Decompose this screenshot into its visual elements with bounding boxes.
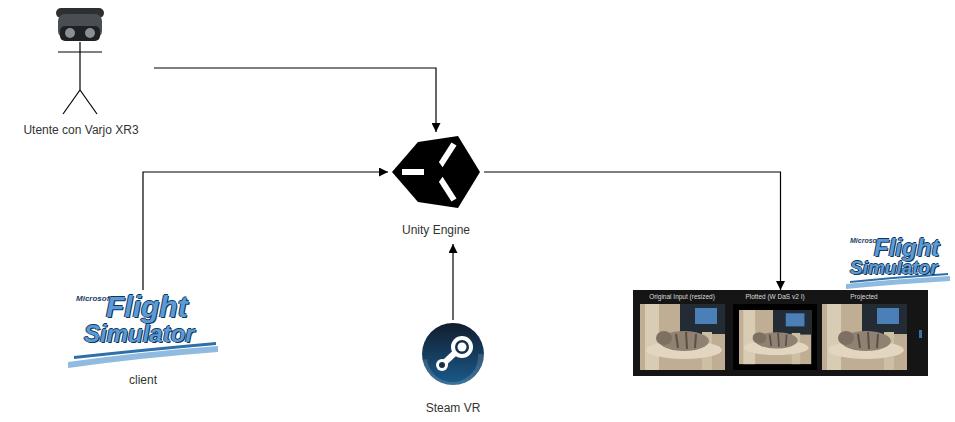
icon-shape [877,308,899,324]
icon-shape [640,304,725,370]
connector-arrow [484,172,781,290]
icon-shape [58,51,102,52]
icon-shape [85,28,95,38]
icon-shape [458,343,467,352]
engine-node: Unity Engine [388,132,484,244]
icon-shape [676,332,696,349]
panel-title: Projected [850,293,877,300]
user-actor: Utente con Varjo XR3 [8,4,154,144]
icon-shape [822,304,907,370]
icon-shape [455,340,469,354]
icon-shape [786,313,805,326]
steam-logo [412,320,494,392]
connector-arrow [154,68,436,132]
icon-shape [695,308,717,324]
icon-shape [451,336,473,358]
icon-shape [436,359,448,371]
icon-shape [919,330,922,338]
logo-word: Flight [106,290,188,325]
logo-word: Simulator [850,257,938,279]
engine-label: Unity Engine [402,224,470,238]
icon-shape [392,136,480,208]
steamvr-label: Steam VR [426,402,481,416]
logo-word: Simulator [84,320,195,348]
icon-shape [65,28,75,38]
icon-shape [63,90,80,114]
output-panel: Original Input (resized) Plotted (W DaS v… [633,290,928,376]
panel-title: Original Input (resized) [649,293,715,300]
actor-label: Utente con Varjo XR3 [23,124,138,138]
icon-shape [422,354,484,388]
unity-logo [388,132,484,222]
client-label: client [129,374,157,388]
icon-shape [838,331,854,345]
sim-logo: MicrosoftFlightSimulator [846,234,950,290]
icon-shape [656,331,672,345]
icon-shape [733,304,817,370]
icon-shape [739,310,811,364]
icon-shape [858,332,878,349]
icon-shape [822,304,907,370]
icon-shape [773,310,811,335]
connector-arrow [452,244,453,320]
output-images [633,290,928,376]
connector-arrow [143,172,388,290]
icon-shape [633,290,928,376]
icon-shape [60,26,100,41]
icon-shape [753,332,767,343]
icon-shape [862,304,907,334]
steamvr-node: Steam VR [412,320,494,420]
icon-shape [424,158,446,186]
panel-title: Plotted (W DaS v2 I) [745,293,804,300]
icon-shape [640,304,725,370]
icon-shape [739,310,811,364]
user-figure [8,4,154,144]
icon-shape [733,304,817,370]
icon-shape [439,362,445,368]
icon-shape [770,333,787,347]
icon-shape [80,90,97,114]
icon-shape [79,42,80,90]
sim-client: MicrosoftFlightSimulatorclient [68,290,218,394]
icon-shape [680,304,725,334]
